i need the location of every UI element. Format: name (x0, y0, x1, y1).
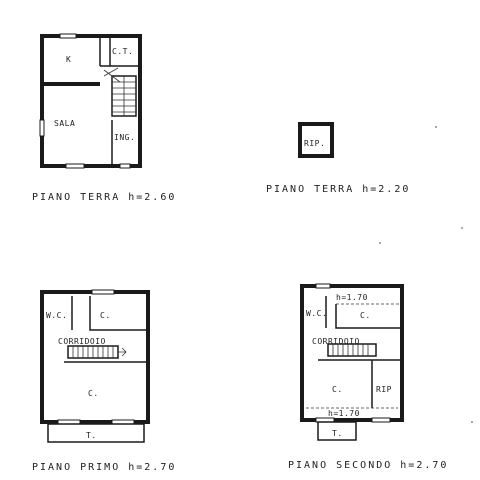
window-north (59, 33, 77, 39)
plan-second-floor: h=1.70 W.C. C. CORRIDOIO C. RIP h=1.70 T… (288, 283, 448, 471)
caption-piano-terra-220: PIANO TERRA h=2.20 (266, 184, 410, 195)
room-label-c-big: C. (332, 385, 343, 394)
caption-piano-primo: PIANO PRIMO h=2.70 (32, 462, 176, 473)
wall-ct (109, 36, 140, 67)
room-label-k: K (66, 55, 71, 64)
room-label-c-big: C. (88, 389, 99, 398)
storage-walls (298, 122, 334, 158)
window-north (91, 289, 115, 295)
door-entrance (119, 163, 131, 169)
stair-treads (72, 346, 114, 358)
room-label-wc: W.C. (46, 311, 67, 320)
window-west (39, 119, 45, 137)
room-label-ct: C.T. (112, 47, 133, 56)
room-label-rip: RIP (376, 385, 392, 394)
plan-ground-floor-storage: RIP. PIANO TERRA h=2.20 (266, 122, 410, 195)
room-label-c-small: C. (100, 311, 111, 320)
height-label-bottom: h=1.70 (328, 409, 360, 418)
scan-specks (379, 126, 473, 423)
height-label-top: h=1.70 (336, 293, 368, 302)
wall-c-small (335, 304, 402, 329)
balcony-outline (317, 421, 357, 441)
outer-walls (300, 284, 404, 422)
stair-treads (332, 344, 369, 356)
room-label-corridoio: CORRIDOIO (58, 337, 106, 346)
room-label-rip: RIP. (304, 139, 325, 148)
caption-piano-terra-260: PIANO TERRA h=2.60 (32, 192, 176, 203)
plan-first-floor: W.C. C. CORRIDOIO C. T. PIANO PRIMO h=2.… (32, 289, 176, 473)
outer-walls (40, 34, 142, 168)
room-label-ing: ING. (114, 133, 135, 142)
stair-arrow-icon (103, 67, 121, 83)
stair-arrow-icon (118, 347, 127, 357)
room-label-corridoio: CORRIDOIO (312, 337, 360, 346)
plan-ground-floor-main: K C.T. SALA ING. PIANO TERRA h=2.60 (32, 33, 176, 203)
window-south (65, 163, 85, 169)
room-label-sala: SALA (54, 119, 75, 128)
room-label-c-small: C. (360, 311, 371, 320)
room-label-terrace: T. (86, 431, 97, 440)
room-label-wc: W.C. (306, 309, 327, 318)
stair-block (327, 343, 377, 357)
caption-piano-secondo: PIANO SECONDO h=2.70 (288, 460, 448, 471)
terrace-outline (47, 423, 145, 443)
stair-treads (112, 76, 136, 116)
window-south-right (371, 417, 391, 423)
room-label-terrace: T. (332, 429, 343, 438)
window-north (315, 283, 331, 289)
wall-c-small (89, 296, 148, 331)
